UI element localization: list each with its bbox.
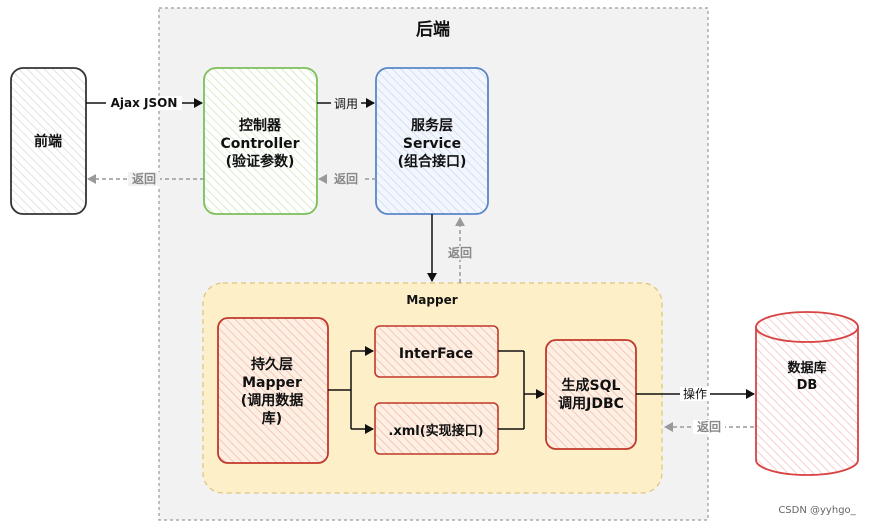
frontend-node[interactable]: 前端	[10, 67, 87, 215]
xml-node[interactable]: .xml(实现接口)	[374, 402, 499, 455]
service-desc: (组合接口)	[398, 153, 467, 170]
service-title: 服务层	[411, 117, 453, 134]
controller-title: 控制器	[239, 117, 282, 134]
ajax-json-label: Ajax JSON	[111, 96, 178, 110]
edge-service-controller-return: 返回	[318, 171, 376, 186]
edge-frontend-controller: Ajax JSON	[86, 96, 203, 110]
service-node[interactable]: 服务层 Service (组合接口)	[375, 67, 489, 215]
service-name: Service	[403, 136, 461, 152]
frontend-label: 前端	[34, 133, 62, 150]
interface-node[interactable]: InterFace	[374, 325, 499, 378]
persistence-desc-1: (调用数据	[241, 392, 303, 409]
operate-label: 操作	[683, 386, 707, 401]
database-name: DB	[797, 378, 818, 393]
database-node[interactable]: 数据库 DB	[755, 311, 859, 476]
persistence-title: 持久层	[251, 356, 293, 373]
edge-persistence-branches	[328, 346, 374, 434]
edge-controller-service: 调用	[317, 97, 375, 111]
mapper-group-title: Mapper	[406, 293, 457, 307]
edge-sqlgen-db: 操作	[636, 386, 755, 401]
interface-label: InterFace	[399, 346, 473, 362]
sqlgen-desc: 调用JDBC	[558, 396, 624, 412]
persistence-name: Mapper	[242, 375, 302, 391]
controller-node[interactable]: 控制器 Controller (验证参数)	[203, 67, 318, 215]
database-title: 数据库	[787, 360, 826, 376]
return-label-service: 返回	[334, 171, 358, 186]
watermark-text: CSDN @yyhgo_	[778, 505, 856, 516]
edge-branches-sqlgen	[498, 350, 545, 430]
return-label-db: 返回	[697, 419, 721, 434]
return-label-mapper: 返回	[448, 245, 472, 260]
persistence-node[interactable]: 持久层 Mapper (调用数据 库)	[217, 317, 329, 464]
backend-title: 后端	[416, 19, 450, 40]
controller-name: Controller	[220, 136, 299, 152]
edge-controller-frontend-return: 返回	[87, 171, 204, 186]
return-label-controller: 返回	[132, 171, 156, 186]
xml-label: .xml(实现接口)	[388, 423, 483, 439]
edge-db-sqlgen-return: 返回	[664, 419, 754, 434]
persistence-desc-2: 库)	[262, 410, 282, 427]
edge-mapper-service-return: 返回	[443, 217, 477, 283]
controller-desc: (验证参数)	[226, 153, 295, 170]
sqlgen-title: 生成SQL	[562, 377, 621, 394]
sqlgen-node[interactable]: 生成SQL 调用JDBC	[545, 339, 637, 450]
call-label: 调用	[334, 97, 358, 111]
